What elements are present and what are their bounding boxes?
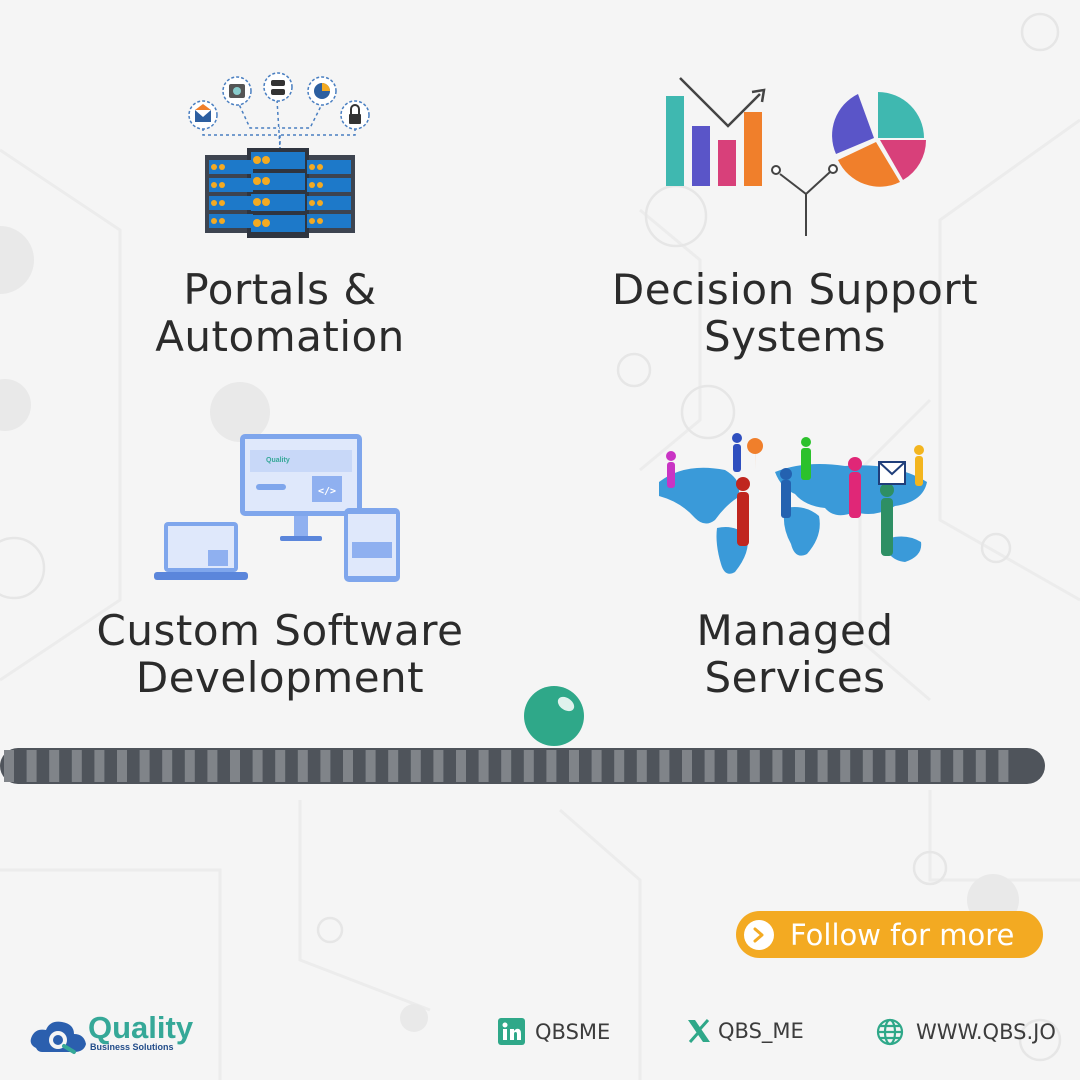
- track-tick: [27, 750, 37, 782]
- track-tick: [931, 750, 941, 782]
- service-title-line2: Services: [535, 654, 1055, 701]
- x-icon: [686, 1018, 712, 1044]
- track-tick: [479, 750, 489, 782]
- track-tick: [140, 750, 150, 782]
- server-network-icon: [185, 70, 375, 240]
- track-tick: [772, 750, 782, 782]
- service-title-line1: Decision Support: [535, 266, 1055, 313]
- track-tick: [49, 750, 59, 782]
- website-url: WWW.QBS.JO: [916, 1020, 1056, 1044]
- track-tick: [162, 750, 172, 782]
- illustration-brand-text: Quality: [266, 457, 290, 464]
- track-tick: [705, 750, 715, 782]
- service-portals-automation: Portals & Automation: [20, 266, 540, 360]
- service-title-line1: Portals &: [20, 266, 540, 313]
- track-tick: [569, 750, 579, 782]
- track-tick: [908, 750, 918, 782]
- track-tick: [750, 750, 760, 782]
- brand-name: Quality: [88, 1010, 193, 1046]
- track-tick: [207, 750, 217, 782]
- x-link[interactable]: QBS_ME: [686, 1018, 804, 1044]
- track-tick: [998, 750, 1008, 782]
- track-tick: [298, 750, 308, 782]
- track-tick: [185, 750, 195, 782]
- linkedin-link[interactable]: QBSME: [498, 1018, 610, 1045]
- globe-icon: [876, 1018, 904, 1046]
- code-symbol-text: </>: [318, 486, 336, 497]
- website-link[interactable]: WWW.QBS.JO: [876, 1018, 1056, 1046]
- service-title-line1: Managed: [535, 607, 1055, 654]
- chevron-right-icon: [744, 920, 774, 950]
- carousel-indicator-ball[interactable]: [522, 684, 586, 748]
- track-tick: [976, 750, 986, 782]
- service-title-line2: Development: [20, 654, 540, 701]
- follow-for-more-button[interactable]: Follow for more: [736, 911, 1043, 958]
- track-tick: [818, 750, 828, 782]
- service-title-line2: Systems: [535, 313, 1055, 360]
- track-tick: [411, 750, 421, 782]
- track-tick: [230, 750, 240, 782]
- track-tick: [592, 750, 602, 782]
- track-tick: [433, 750, 443, 782]
- x-handle: QBS_ME: [718, 1019, 804, 1043]
- track-tick: [659, 750, 669, 782]
- service-title-line1: Custom Software: [20, 607, 540, 654]
- follow-label: Follow for more: [790, 918, 1014, 952]
- company-logo[interactable]: Quality Business Solutions: [28, 1010, 208, 1060]
- track-tick: [795, 750, 805, 782]
- brand-tagline: Business Solutions: [90, 1042, 174, 1052]
- track-tick: [388, 750, 398, 782]
- carousel-progress-track: [0, 748, 1045, 784]
- service-managed-services: Managed Services: [535, 607, 1055, 701]
- track-tick: [953, 750, 963, 782]
- track-tick: [366, 750, 376, 782]
- track-tick: [501, 750, 511, 782]
- track-tick: [275, 750, 285, 782]
- world-map-people-icon: [655, 432, 935, 580]
- track-tick: [4, 750, 14, 782]
- track-tick: [863, 750, 873, 782]
- service-custom-software: Custom Software Development: [20, 607, 540, 701]
- track-tick: [343, 750, 353, 782]
- linkedin-icon: [498, 1018, 525, 1045]
- track-tick: [614, 750, 624, 782]
- track-tick: [456, 750, 466, 782]
- track-tick: [840, 750, 850, 782]
- cloud-q-logo-icon: [28, 1016, 90, 1056]
- linkedin-handle: QBSME: [535, 1020, 610, 1044]
- track-tick: [546, 750, 556, 782]
- service-title-line2: Automation: [20, 313, 540, 360]
- track-tick: [885, 750, 895, 782]
- track-tick: [727, 750, 737, 782]
- track-tick: [320, 750, 330, 782]
- track-tick: [94, 750, 104, 782]
- track-tick: [524, 750, 534, 782]
- service-decision-support: Decision Support Systems: [535, 266, 1055, 360]
- chart-analytics-icon: [660, 74, 930, 239]
- track-tick: [637, 750, 647, 782]
- devices-code-icon: Quality </>: [152, 430, 402, 585]
- track-tick: [117, 750, 127, 782]
- track-tick: [72, 750, 82, 782]
- track-tick: [682, 750, 692, 782]
- track-tick: [253, 750, 263, 782]
